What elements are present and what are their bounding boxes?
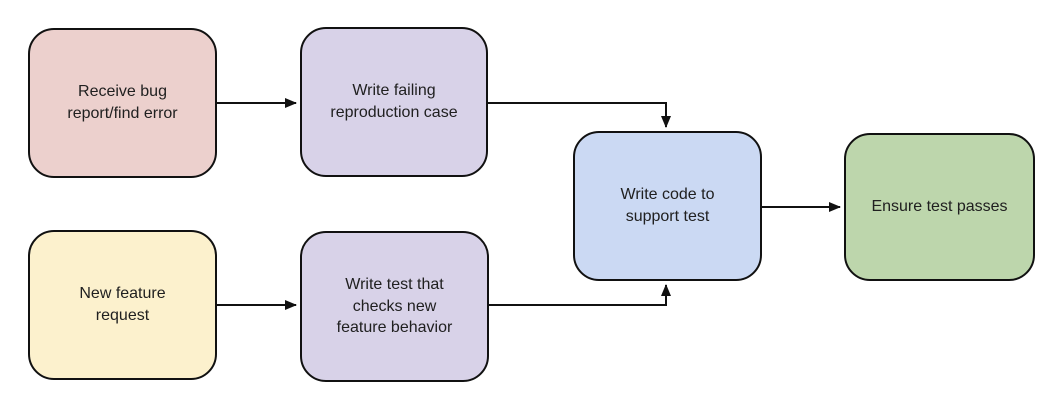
node-write-test-checks-feature: Write test that checks new feature behav… [300,231,489,382]
node-new-feature-request-label: New feature request [79,285,166,324]
node-ensure-test-passes: Ensure test passes [844,133,1035,281]
node-write-code-support-test: Write code to support test [573,131,762,281]
node-write-failing-reproduction: Write failing reproduction case [300,27,488,177]
node-write-test-checks-feature-label: Write test that checks new feature behav… [336,276,453,337]
node-ensure-test-passes-label: Ensure test passes [871,198,1008,216]
arrow-test-to-code [489,284,671,306]
node-write-code-support-test-label: Write code to support test [620,186,715,225]
node-write-failing-reproduction-label: Write failing reproduction case [330,82,458,121]
node-receive-bug-report-label: Receive bug report/find error [67,83,178,122]
node-receive-bug-report: Receive bug report/find error [28,28,217,178]
arrow-repro-to-code [488,102,671,128]
node-new-feature-request: New feature request [28,230,217,380]
